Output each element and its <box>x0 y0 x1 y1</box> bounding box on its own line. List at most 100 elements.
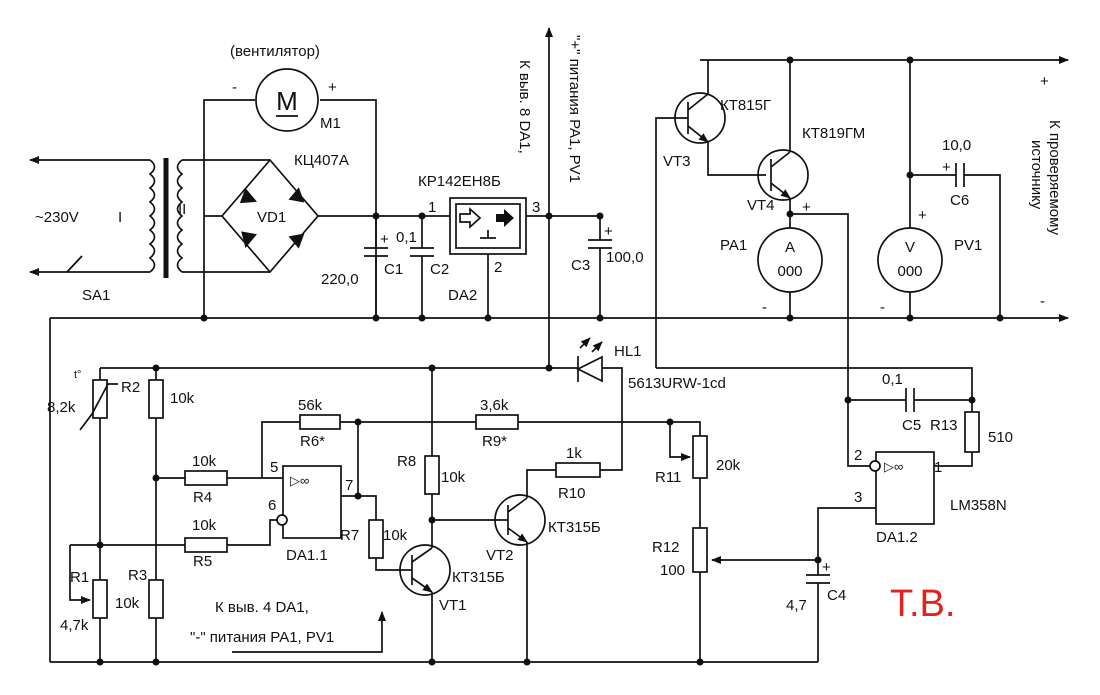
feedback-chain: 56k R6* 3,6k R9* <box>298 397 690 450</box>
switch-sa1-label: SA1 <box>82 287 110 304</box>
da1-2-pin2: 2 <box>854 447 862 464</box>
r12-ref: R12 <box>652 539 680 556</box>
r5-ref: R5 <box>193 553 212 570</box>
regulator-box <box>449 197 527 255</box>
r1-ref: R1 <box>70 569 89 586</box>
opamp-da1-2: ▷∞ 2 3 1 DA1.2 LM358N R13 510 0,1 C5 <box>656 367 1013 546</box>
r4-ref: R4 <box>193 489 212 506</box>
r2-body <box>148 379 164 419</box>
vt3-part: КТ815Г <box>720 97 771 114</box>
led-ref: HL1 <box>614 343 642 360</box>
output-plus: + <box>1040 73 1049 90</box>
pa1-reading: 000 <box>777 263 802 280</box>
pv1-ref: PV1 <box>954 237 982 254</box>
junctions <box>96 56 976 666</box>
vt4-ref: VT4 <box>747 197 775 214</box>
pin4-line2: "-" питания PA1, PV1 <box>190 629 334 646</box>
pin4-line1: К выв. 4 DA1, <box>215 599 309 616</box>
r4-value: 10k <box>192 453 217 470</box>
target-line2: источнику <box>1028 140 1045 210</box>
author-signature: Т.В. <box>890 583 955 625</box>
r2-ref: R2 <box>121 379 140 396</box>
diode-3 <box>241 231 258 248</box>
r13-body <box>964 411 980 453</box>
diode-1 <box>239 188 258 204</box>
r6-ref: R6* <box>300 433 325 450</box>
da1-1-body <box>282 465 342 539</box>
da1-2-pin3: 3 <box>854 489 862 506</box>
reg-pin1: 1 <box>428 199 436 216</box>
r7-value: 10k <box>383 527 408 544</box>
vt1-ref: VT1 <box>439 597 467 614</box>
da1-2-pin1: 1 <box>934 459 942 476</box>
secondary-label: II <box>178 201 186 218</box>
fan-motor-circle <box>255 68 319 132</box>
c6-ref: C6 <box>950 192 969 209</box>
r9-value: 3,6k <box>480 397 509 414</box>
output-stage: КТ815Г VT3 КТ819ГМ VT4 + A 000 PA1 - V 0… <box>655 60 1004 467</box>
r5-body <box>184 537 228 553</box>
c3-value: 100,0 <box>606 249 644 266</box>
bridge-ref: VD1 <box>257 209 286 226</box>
c1-plus: + <box>380 231 389 248</box>
r12-value: 100 <box>660 562 685 579</box>
da1-1-pin5: 5 <box>270 459 278 476</box>
r7-body <box>368 519 384 559</box>
r8-value: 10k <box>441 469 466 486</box>
vt1-part: КТ315Б <box>452 569 505 586</box>
bridge-part: КЦ407А <box>294 152 349 169</box>
vt2-part: КТ315Б <box>548 519 601 536</box>
secondary-winding <box>176 159 184 273</box>
led-triangle <box>576 355 603 383</box>
r4-body <box>184 470 228 486</box>
ammeter-pa1 <box>757 227 823 293</box>
pv1-symbol: V <box>905 239 915 256</box>
r6-value: 56k <box>298 397 323 414</box>
da1-1-pin7: 7 <box>345 477 353 494</box>
output-minus: - <box>1040 293 1045 310</box>
pa1-symbol: A <box>785 239 795 256</box>
r11-value: 20k <box>716 457 741 474</box>
fan-ref: M1 <box>320 115 341 132</box>
r5-value: 10k <box>192 517 217 534</box>
voltmeter-pv1 <box>877 227 943 293</box>
da1-2-symbol: ▷∞ <box>884 459 903 474</box>
pin4-note: К выв. 4 DA1, "-" питания PA1, PV1 <box>190 599 386 653</box>
r2-value: 10k <box>170 390 195 407</box>
pv1-reading: 000 <box>897 263 922 280</box>
r13-value: 510 <box>988 429 1013 446</box>
r8-ref: R8 <box>397 453 416 470</box>
opamp-da1-1: ▷∞ 5 6 7 DA1.1 <box>261 421 377 564</box>
r6-body <box>299 414 341 430</box>
c1-value: 220,0 <box>321 271 359 288</box>
vt2-body <box>494 494 546 546</box>
r1-body <box>92 579 108 619</box>
r9-ref: R9* <box>482 433 507 450</box>
input-filter: + 220,0 C1 0,1 C2 1 3 2 КР142ЕН8Б DA2 + … <box>321 27 644 368</box>
reg-pin2: 2 <box>494 259 502 276</box>
sensor-network: t° 8,2k R1 4,7k R2 10k R3 10k 10k R4 10k… <box>47 368 283 662</box>
da1-1-pin6: 6 <box>268 497 276 514</box>
diode-4 <box>288 233 305 249</box>
da1-1-ref: DA1.1 <box>286 547 328 564</box>
r11-ref: R11 <box>655 469 681 486</box>
r10-value: 1k <box>566 445 582 462</box>
adjust-network: R11 20k R12 100 + 4,7 C4 <box>652 421 876 662</box>
mains-voltage: ~230V <box>35 209 79 226</box>
r11-body <box>692 435 708 479</box>
fan-minus: - <box>232 79 237 96</box>
primary-winding <box>148 159 156 273</box>
switch-sa1-blade <box>66 255 83 273</box>
vt3-ref: VT3 <box>663 153 691 170</box>
pa1-minus: - <box>762 299 767 316</box>
vt1-body <box>399 544 451 596</box>
c5-ref: C5 <box>902 417 921 434</box>
r1-value: 4,7k <box>60 617 89 634</box>
primary-label: I <box>118 209 122 226</box>
regulator-part: КР142ЕН8Б <box>418 173 501 190</box>
led-part: 5613URW-1cd <box>628 375 726 392</box>
pa1-plus: + <box>802 199 811 216</box>
da1-2-ref: DA1.2 <box>876 529 918 546</box>
r8-body <box>424 455 440 495</box>
